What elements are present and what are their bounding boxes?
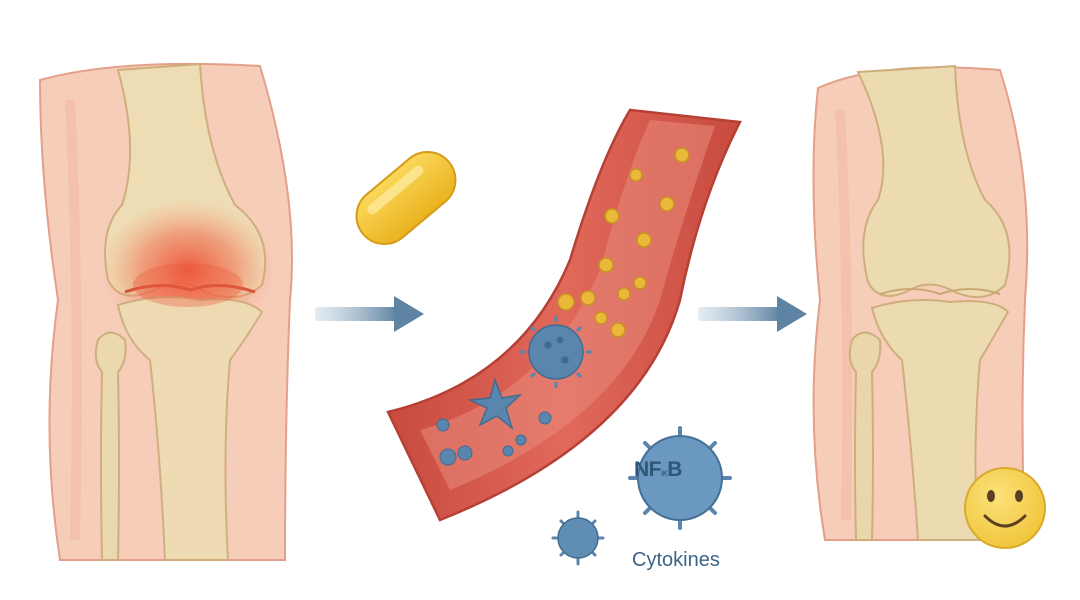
smiley-face-icon <box>964 467 1046 549</box>
nfkb-label: NFικB <box>634 458 682 482</box>
cytokine-dots <box>436 411 552 466</box>
arrow-right-icon <box>315 296 424 332</box>
cytokines-label: Cytokines <box>632 549 720 571</box>
arrow-right-icon-2 <box>698 296 807 332</box>
nfkb-main-text: NF <box>634 458 662 481</box>
nfkb-cytokine-icon <box>628 426 732 530</box>
cytokine-star-icon <box>467 377 523 431</box>
blood-vessel <box>386 108 742 522</box>
nfkb-tail-text: B <box>667 458 682 481</box>
nfkb-sub-text: ικ <box>661 468 668 479</box>
cytokine-icon <box>520 316 592 388</box>
cytokine-small-icon <box>551 510 605 566</box>
healthy-knee <box>812 64 1029 541</box>
drug-particles <box>557 147 690 338</box>
inflamed-knee <box>38 62 293 561</box>
capsule-pill-icon <box>355 151 457 245</box>
